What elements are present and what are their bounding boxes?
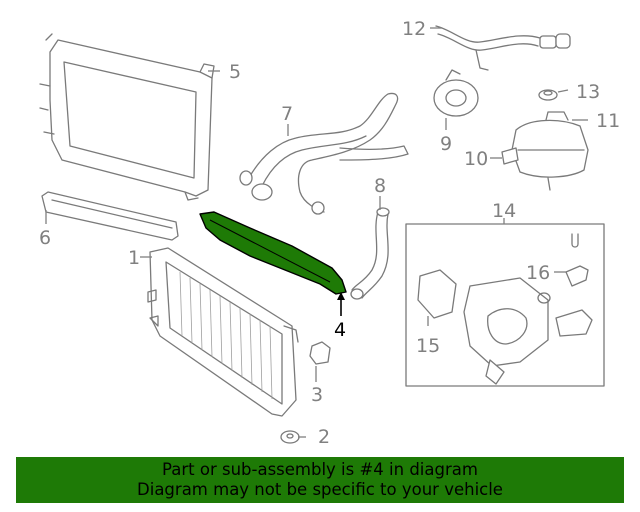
banner-line-2: Diagram may not be specific to your vehi… (137, 480, 503, 499)
radiator-support-part-5[interactable] (39, 33, 215, 201)
callout-13: 13 (576, 81, 600, 103)
callout-7: 7 (281, 103, 293, 125)
callout-4: 4 (334, 319, 346, 341)
bracket-part-3[interactable] (309, 341, 331, 365)
cap-part-13[interactable] (538, 89, 558, 101)
callout-8: 8 (374, 175, 386, 197)
callout-1: 1 (128, 247, 140, 269)
info-banner: Part or sub-assembly is #4 in diagram Di… (16, 457, 624, 503)
coolant-tube-part-12[interactable] (435, 25, 571, 71)
callout-labels: 5 6 1 4 3 2 7 8 12 9 13 11 10 14 16 15 (39, 18, 620, 448)
sensor-part-10[interactable] (501, 147, 519, 165)
callout-15: 15 (416, 335, 440, 357)
grommet-part-2[interactable] (280, 430, 300, 444)
radiator-part-1[interactable] (147, 247, 299, 417)
callout-5: 5 (229, 61, 241, 83)
callout-9: 9 (440, 133, 452, 155)
callout-16: 16 (526, 262, 550, 284)
callout-6: 6 (39, 227, 51, 249)
coolant-reservoir-part-11[interactable] (511, 111, 589, 191)
callout-3: 3 (311, 384, 323, 406)
callout-2: 2 (318, 426, 330, 448)
hose-part-8[interactable] (350, 207, 390, 300)
callout-11: 11 (596, 110, 620, 132)
leader-lines (45, 27, 588, 438)
parts-diagram: 5 6 1 4 3 2 7 8 12 9 13 11 10 14 16 15 (39, 18, 620, 448)
callout-14: 14 (492, 200, 516, 222)
thermostat-assembly-part-14[interactable] (405, 223, 605, 387)
callout-10: 10 (464, 148, 488, 170)
callout-12: 12 (402, 18, 426, 40)
sensor-part-16[interactable] (565, 233, 589, 287)
radiator-hose-part-7[interactable] (239, 92, 409, 215)
air-deflector-part-6[interactable] (41, 191, 179, 241)
banner-line-1: Part or sub-assembly is #4 in diagram (162, 460, 478, 479)
water-pump-part-9[interactable] (433, 69, 479, 117)
